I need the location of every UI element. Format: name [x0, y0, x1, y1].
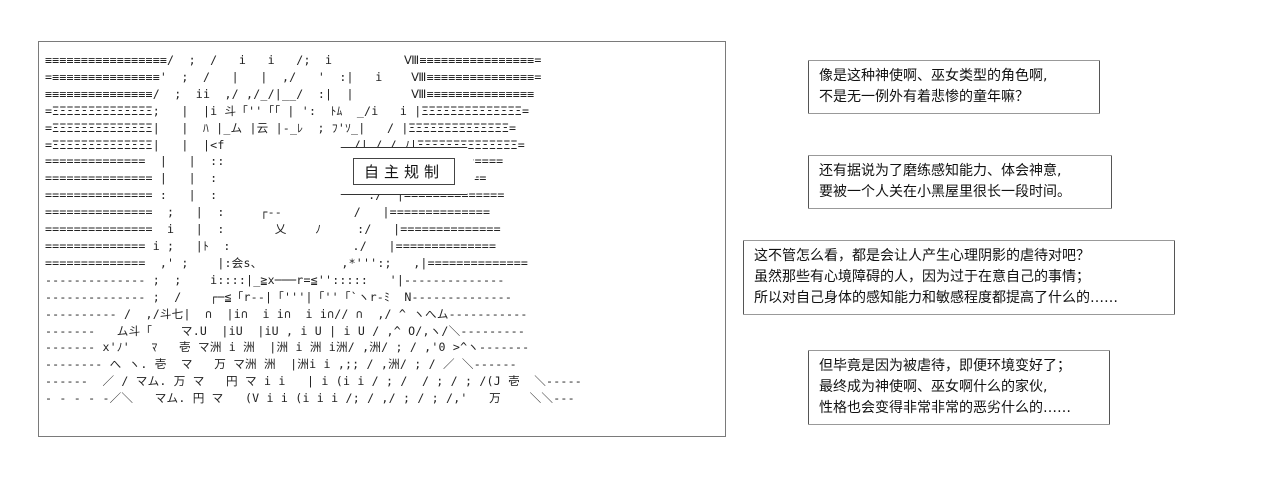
- art-line: ------- x'ﾉ' ﾏ 壱 マ洲 i 洲 |洲 i 洲 i洲/ ,洲/ ;…: [45, 340, 530, 355]
- art-line: ≡≡≡≡≡≡≡≡≡≡≡≡≡≡≡/ ; ii ,/ ,/_/|__/ :| | Ⅷ…: [45, 86, 535, 101]
- art-line: -------------- ; / ┌─≦「r--|「'''|「''「`ヽr-…: [45, 289, 513, 304]
- caption-line: 这不管怎么看，都是会让人产生心理阴影的虐待对吧？: [754, 248, 1090, 264]
- caption-box-3: 这不管怎么看，都是会让人产生心理阴影的虐待对吧？ 虽然那些有心境障碍的人，因为过…: [743, 240, 1175, 315]
- art-line: -------- へ ヽ. 壱 マ 万 マ洲 洲 |洲i i ,;; / ,洲/…: [45, 357, 517, 372]
- caption-line: 要被一个人关在小黑屋里很长一段时间。: [819, 184, 1071, 200]
- caption-box-2: 还有据说为了磨练感知能力、体会神意, 要被一个人关在小黑屋里很长一段时间。: [808, 155, 1112, 209]
- ascii-art-lines: ≡≡≡≡≡≡≡≡≡≡≡≡≡≡≡≡≡/ ; / i i /; i Ⅷ≡≡≡≡≡≡≡…: [45, 52, 582, 407]
- caption-line: 所以对自己身体的感知能力和敏感程度都提高了什么的……: [754, 290, 1118, 306]
- art-line: ≡≡≡≡≡≡≡≡≡≡≡≡≡≡≡≡≡/ ; / i i /; i Ⅷ≡≡≡≡≡≡≡…: [45, 53, 542, 67]
- art-line: ------- ム斗「 マ.U |iU |iU , i U | i U / ,^…: [45, 323, 526, 338]
- caption-line: 但毕竟是因为被虐待，即便环境变好了；: [819, 358, 1071, 374]
- art-line: -------------- ; ; i::::|_≧x───r=≦''::::…: [45, 272, 505, 287]
- art-line: ---------- / ,/斗七| ∩ |i∩ i i∩ i i∩// ∩ ,…: [45, 306, 528, 321]
- caption-box-4: 但毕竟是因为被虐待，即便环境变好了； 最终成为神使啊、巫女啊什么的家伙, 性格也…: [808, 350, 1110, 425]
- art-line: =≡≡≡≡≡≡≡≡≡≡≡≡≡≡≡' ; / | | ,/ ' :| i Ⅷ≡≡≡…: [45, 69, 542, 84]
- art-line: ============== ,' ; |:会s、 ,*''':; ,|====…: [45, 255, 529, 270]
- art-line: ============== i ; |ﾄ : ./ |============…: [45, 238, 497, 253]
- caption-box-1: 像是这种神使啊、巫女类型的角色啊, 不是无一例外有着悲惨的童年嘛？: [808, 60, 1100, 114]
- caption-line: 最终成为神使啊、巫女啊什么的家伙,: [819, 379, 1048, 395]
- art-line: =ΞΞΞΞΞΞΞΞΞΞΞΞΞΞ; | |i 斗「''「「 | ': ﾄﾑ _/i…: [45, 103, 530, 118]
- art-line: =============== ; | : ┌-‐ / |===========…: [45, 205, 491, 220]
- caption-line: 还有据说为了磨练感知能力、体会神意,: [819, 163, 1062, 179]
- art-line: ------ ／ / マム. 万 マ 円 マ i i | i (i i / ; …: [45, 374, 582, 389]
- ascii-art-panel: ≡≡≡≡≡≡≡≡≡≡≡≡≡≡≡≡≡/ ; / i i /; i Ⅷ≡≡≡≡≡≡≡…: [38, 41, 726, 437]
- censor-label: 自主规制: [352, 157, 455, 185]
- caption-line: 性格也会变得非常非常的恶劣什么的……: [819, 400, 1071, 416]
- caption-line: 像是这种神使啊、巫女类型的角色啊,: [819, 68, 1048, 84]
- censor-speech-bubble: 自主规制: [329, 147, 479, 195]
- art-line: =ΞΞΞΞΞΞΞΞΞΞΞΞΞΞ| | ﾊ |_ム |云 |-_ﾚ ; ﾌ'ｿ_|…: [45, 120, 517, 135]
- art-line: =============== i | : 乂 ﾉ :/ |==========…: [45, 222, 501, 237]
- caption-line: 不是无一例外有着悲惨的童年嘛？: [819, 89, 1029, 105]
- caption-line: 虽然那些有心境障碍的人，因为过于在意自己的事情；: [754, 269, 1090, 285]
- art-line: - - - - -／＼ マム. 円 マ (V i i (i i i /; / ,…: [45, 391, 575, 406]
